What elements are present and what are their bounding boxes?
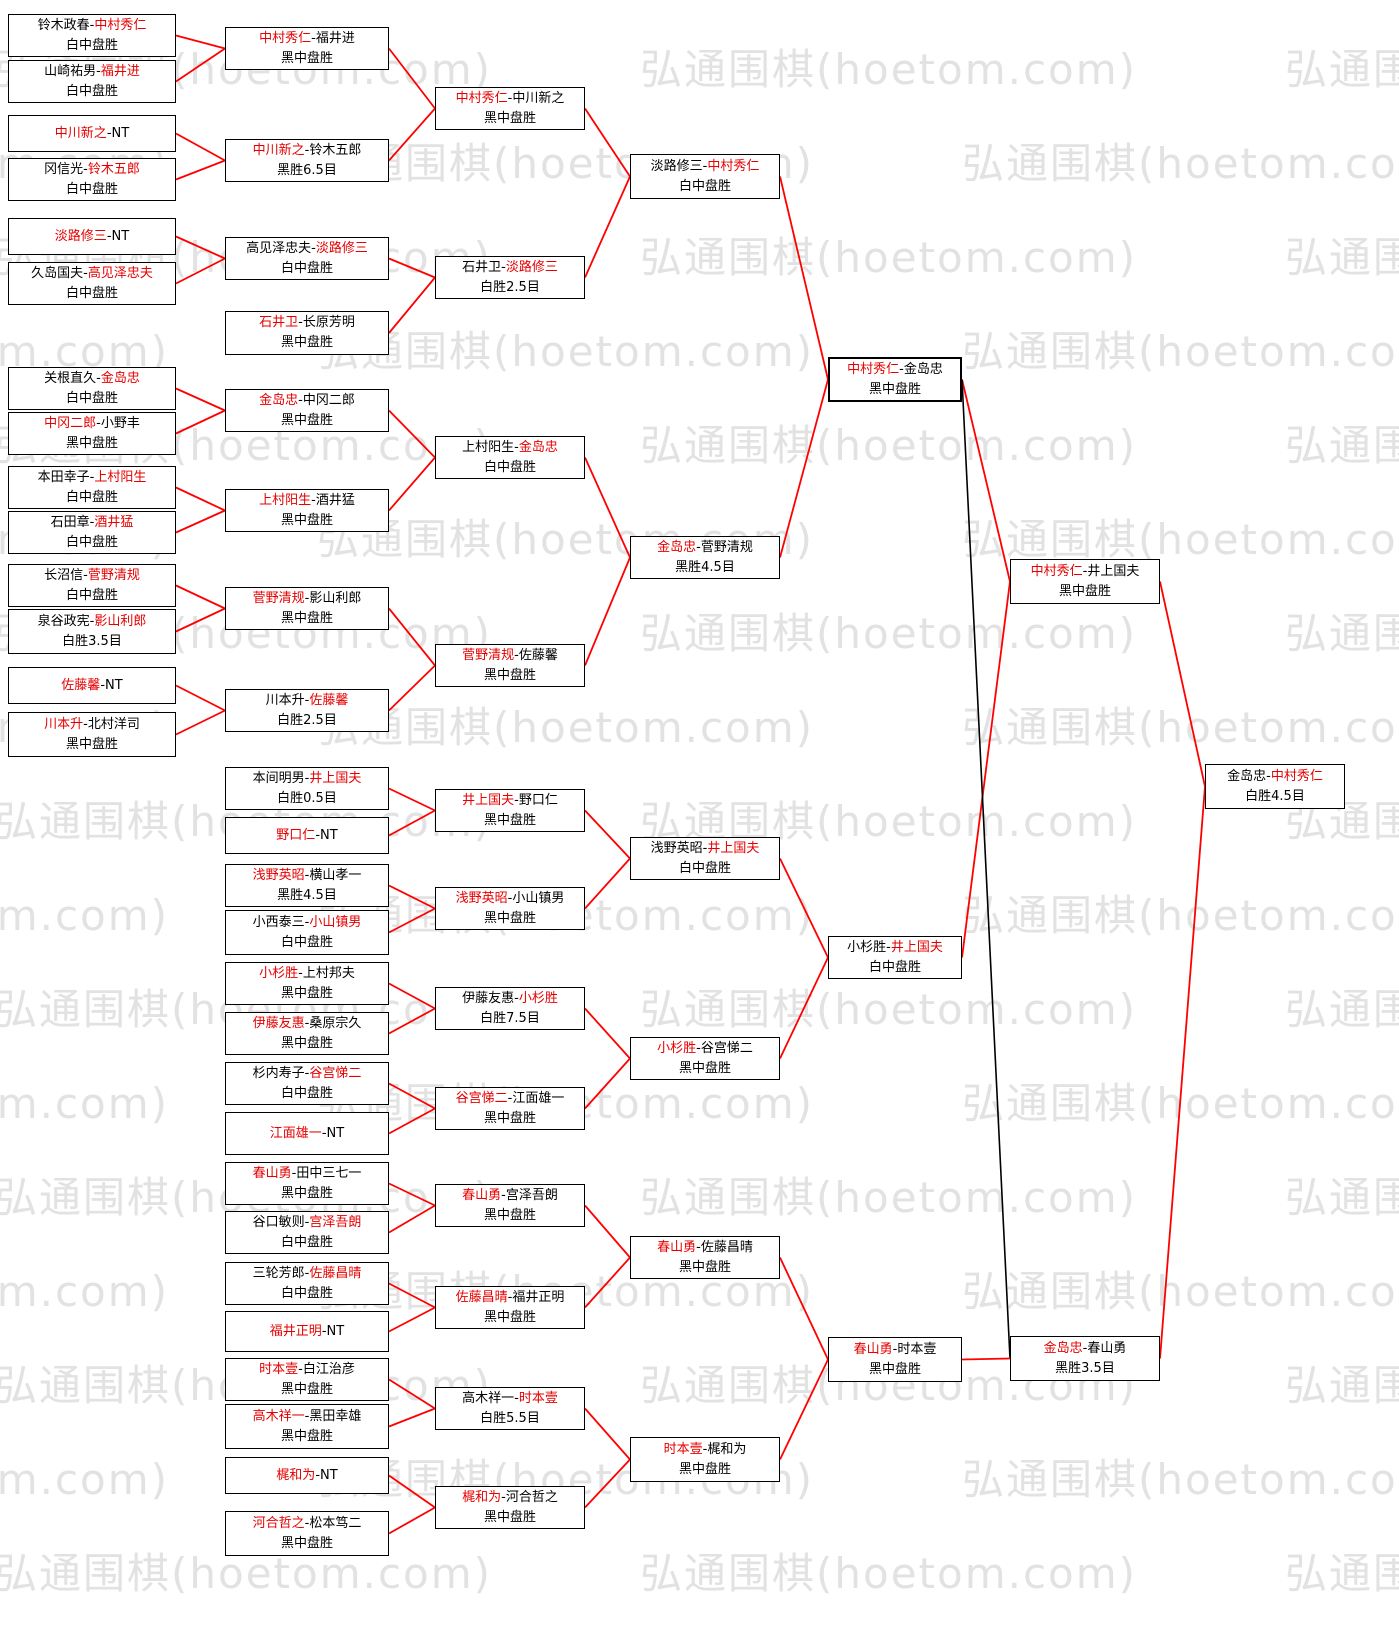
watermark-text: 弘通围棋(hoetom.com) [962,1267,1399,1316]
winner-path-line [388,1204,436,1234]
watermark-text: 弘通围棋(hoetom.com) [1285,233,1399,282]
winner-path-line [388,1474,436,1509]
winner-path-line [388,1378,436,1410]
winner-path-line [175,684,226,712]
winner-path-line [584,857,631,910]
watermark-text: 弘通围棋(hoetom.com) [640,1173,1138,1222]
winner-path-line [584,1057,631,1110]
winner-path-line [584,1458,631,1509]
winner-path-line [961,581,1011,958]
watermark-text: 弘通围棋(hoetom.com) [640,985,1138,1034]
winner-path-line [175,34,226,50]
winner-path-line [388,276,436,334]
winner-path-line [388,1007,436,1035]
winner-path-line [175,132,226,162]
winner-path-line [175,409,226,435]
winner-path-line [175,159,226,181]
winner-path-line [388,787,436,812]
watermark-text: 弘通围棋(hoetom.com) [640,233,1138,282]
winner-path-line [175,235,226,260]
winner-path-line [388,257,436,279]
watermark-text: 弘通围棋(hoetom.com) [640,609,1138,658]
watermark-text: 弘通围棋(hoetom.com) [962,139,1399,188]
winner-path-line [388,884,436,910]
winner-path-line [175,509,226,534]
loser-path-line [961,379,1011,1359]
winner-path-line [1159,581,1206,787]
winner-path-line [388,664,436,712]
watermark-text: 弘通围棋(hoetom.com) [640,45,1138,94]
winner-path-line [388,1282,436,1309]
watermark-text: 弘通围棋(hoetom.com) [0,1267,170,1316]
winner-path-line [584,457,631,558]
winner-path-line [584,176,631,278]
winner-path-line [388,982,436,1010]
winner-path-line [779,1257,829,1360]
watermark-text: 弘通围棋(hoetom.com) [962,327,1399,376]
winner-path-line [584,108,631,177]
winner-path-line [175,709,226,736]
winner-path-line [779,379,829,558]
winner-path-line [388,1182,436,1207]
watermark-text: 弘通围棋(hoetom.com) [962,703,1399,752]
watermark-text: 弘通围棋(hoetom.com) [1285,45,1399,94]
watermark-text: 弘通围棋(hoetom.com) [0,1455,170,1504]
watermark-text: 弘通围棋(hoetom.com) [962,1455,1399,1504]
winner-path-line [388,47,436,110]
winner-path-line [584,1007,631,1060]
winner-path-line [175,257,226,285]
winner-path-line [388,607,436,667]
winner-path-line [388,456,436,512]
winner-path-line [779,176,829,380]
watermark-text: 弘通围棋(hoetom.com) [640,421,1138,470]
winner-path-line [779,957,829,1059]
winner-path-line [584,1407,631,1461]
winner-path-line [779,1359,829,1460]
winner-path-line [388,1107,436,1135]
winner-path-line [175,387,226,412]
winner-path-line [388,1407,436,1428]
watermark-text: 弘通围棋(hoetom.com) [1285,421,1399,470]
winner-path-line [388,809,436,837]
watermark-text: 弘通围棋(hoetom.com) [1285,1549,1399,1598]
winner-path-line [584,1256,631,1309]
winner-path-line [779,858,829,958]
watermark-text: 弘通围棋(hoetom.com) [640,1549,1138,1598]
winner-path-line [961,1357,1011,1361]
winner-path-line [175,584,226,610]
winner-path-line [961,379,1011,582]
winner-path-line [388,107,436,162]
watermark-text: 弘通围棋(hoetom.com) [317,703,815,752]
winner-path-line [388,1082,436,1110]
watermark-text: 弘通围棋(hoetom.com) [1285,985,1399,1034]
watermark-text: 弘通围棋(hoetom.com) [317,327,815,376]
winner-path-line [584,557,631,666]
winner-path-line [388,1506,436,1535]
watermark-text: 弘通围棋(hoetom.com) [0,1549,493,1598]
winner-path-line [584,809,631,860]
winner-path-line [584,1204,631,1259]
watermark-text: 弘通围棋(hoetom.com) [962,891,1399,940]
winner-path-line [388,409,436,459]
watermark-text: 弘通围棋(hoetom.com) [0,1079,170,1128]
winner-path-line [388,1306,436,1333]
winner-path-line [175,486,226,512]
watermark-text: 弘通围棋(hoetom.com) [1285,1361,1399,1410]
watermark-text: 弘通围棋(hoetom.com) [1285,1173,1399,1222]
winner-path-line [388,907,436,934]
winner-path-line [1159,786,1206,1359]
watermark-text: 弘通围棋(hoetom.com) [962,515,1399,564]
winner-path-line [175,607,226,633]
watermark-text: 弘通围棋(hoetom.com) [0,891,170,940]
winner-path-line [175,47,226,83]
watermark-text: 弘通围棋(hoetom.com) [1285,609,1399,658]
